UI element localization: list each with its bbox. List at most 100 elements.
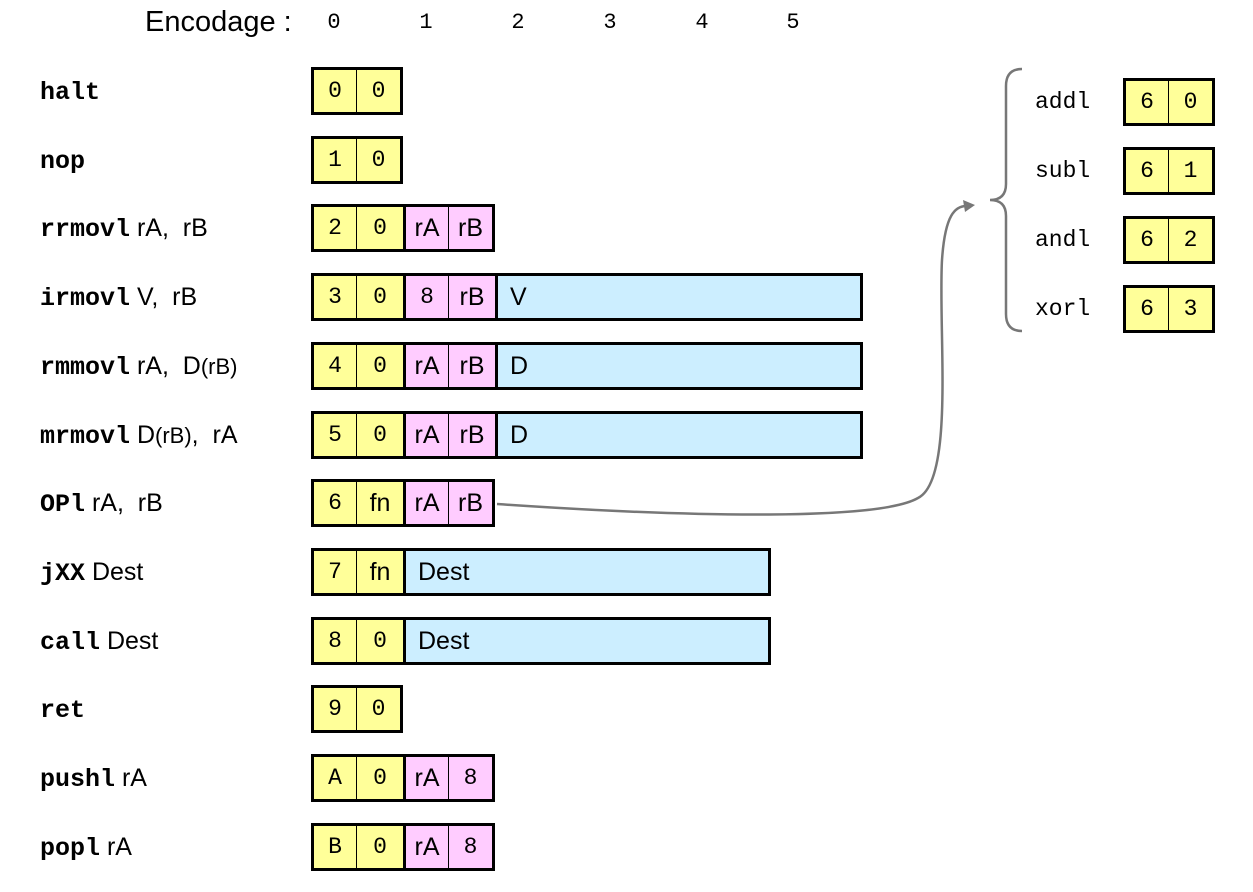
instruction-label: call Dest (40, 617, 158, 665)
nibble-cell: rB (449, 411, 495, 459)
nibble-cell: B (311, 823, 357, 871)
instruction-label: popl rA (40, 823, 132, 871)
operands: rA (100, 833, 132, 861)
constant-word-cell: D (495, 411, 863, 459)
instruction-label: irmovl V, rB (40, 273, 197, 321)
nibble-cell: 0 (357, 754, 403, 802)
nibble-cell: 6 (311, 479, 357, 527)
constant-word-cell: D (495, 342, 863, 390)
nibble-cell: 0 (311, 67, 357, 115)
op-function-name: subl (1035, 158, 1091, 184)
instruction-label: OPl rA, rB (40, 479, 163, 527)
nibble-cell: 5 (311, 411, 357, 459)
mnemonic: mrmovl (40, 422, 131, 451)
nibble-cell: 8 (449, 823, 495, 871)
operands: Dest (85, 558, 144, 586)
byte-number: 0 (327, 10, 341, 35)
nibble-cell: 0 (357, 617, 403, 665)
nibble-cell: fn (357, 479, 403, 527)
constant-word-cell: Dest (403, 617, 771, 665)
nibble-cell: 3 (311, 273, 357, 321)
nibble-cell: 8 (403, 273, 449, 321)
nibble-cell: 6 (1123, 285, 1169, 333)
nibble-cell: 4 (311, 342, 357, 390)
nibble-cell: 6 (1123, 216, 1169, 264)
constant-word-cell: Dest (403, 548, 771, 596)
instruction-label: nop (40, 136, 85, 184)
function-brace (989, 67, 1023, 333)
byte-number: 3 (603, 10, 617, 35)
nibble-cell: rA (403, 823, 449, 871)
op-function-name: xorl (1035, 296, 1091, 322)
nibble-cell: 7 (311, 548, 357, 596)
mnemonic: halt (40, 78, 101, 107)
byte-number: 1 (419, 10, 433, 35)
operands: rA (115, 764, 147, 792)
nibble-cell: 2 (311, 204, 357, 252)
mnemonic: rrmovl (40, 215, 131, 244)
connector-arrowhead (963, 200, 975, 212)
operands: rA, rB (85, 489, 163, 517)
operands: V, rB (130, 283, 198, 311)
nibble-cell: 6 (1123, 147, 1169, 195)
nibble-cell: 0 (357, 411, 403, 459)
mnemonic: OPl (40, 490, 86, 519)
nibble-cell: 3 (1169, 285, 1215, 333)
nibble-cell: A (311, 754, 357, 802)
nibble-cell: rA (403, 411, 449, 459)
nibble-cell: 0 (357, 136, 403, 184)
nibble-cell: 1 (1169, 147, 1215, 195)
constant-word-cell: V (495, 273, 863, 321)
op-function-name: addl (1035, 89, 1091, 115)
mnemonic: pushl (40, 765, 116, 794)
mnemonic: nop (40, 147, 86, 176)
nibble-cell: fn (357, 548, 403, 596)
nibble-cell: rB (449, 204, 495, 252)
nibble-cell: 0 (1169, 78, 1215, 126)
operands: D (130, 421, 156, 449)
instruction-label: rmmovl rA, D(rB) (40, 342, 238, 390)
nibble-cell: 8 (311, 617, 357, 665)
nibble-cell: 2 (1169, 216, 1215, 264)
instruction-label: halt (40, 67, 100, 115)
byte-number: 2 (511, 10, 525, 35)
nibble-cell: rA (403, 342, 449, 390)
mnemonic: popl (40, 834, 101, 863)
nibble-cell: 9 (311, 685, 357, 733)
nibble-cell: 0 (357, 823, 403, 871)
encoding-header-label: Encodage : (145, 6, 292, 38)
mnemonic: ret (40, 696, 86, 725)
operands: rA, rB (130, 214, 208, 242)
operand-paren: (rB) (155, 423, 192, 448)
nibble-cell: rA (403, 479, 449, 527)
nibble-cell: 0 (357, 204, 403, 252)
mnemonic: irmovl (40, 284, 131, 313)
mnemonic: call (40, 628, 101, 657)
nibble-cell: rB (449, 479, 495, 527)
nibble-cell: 6 (1123, 78, 1169, 126)
nibble-cell: 0 (357, 67, 403, 115)
operands: Dest (100, 627, 159, 655)
instruction-label: ret (40, 685, 85, 733)
nibble-cell: rA (403, 204, 449, 252)
byte-number: 4 (695, 10, 709, 35)
instruction-label: pushl rA (40, 754, 147, 802)
nibble-cell: 8 (449, 754, 495, 802)
